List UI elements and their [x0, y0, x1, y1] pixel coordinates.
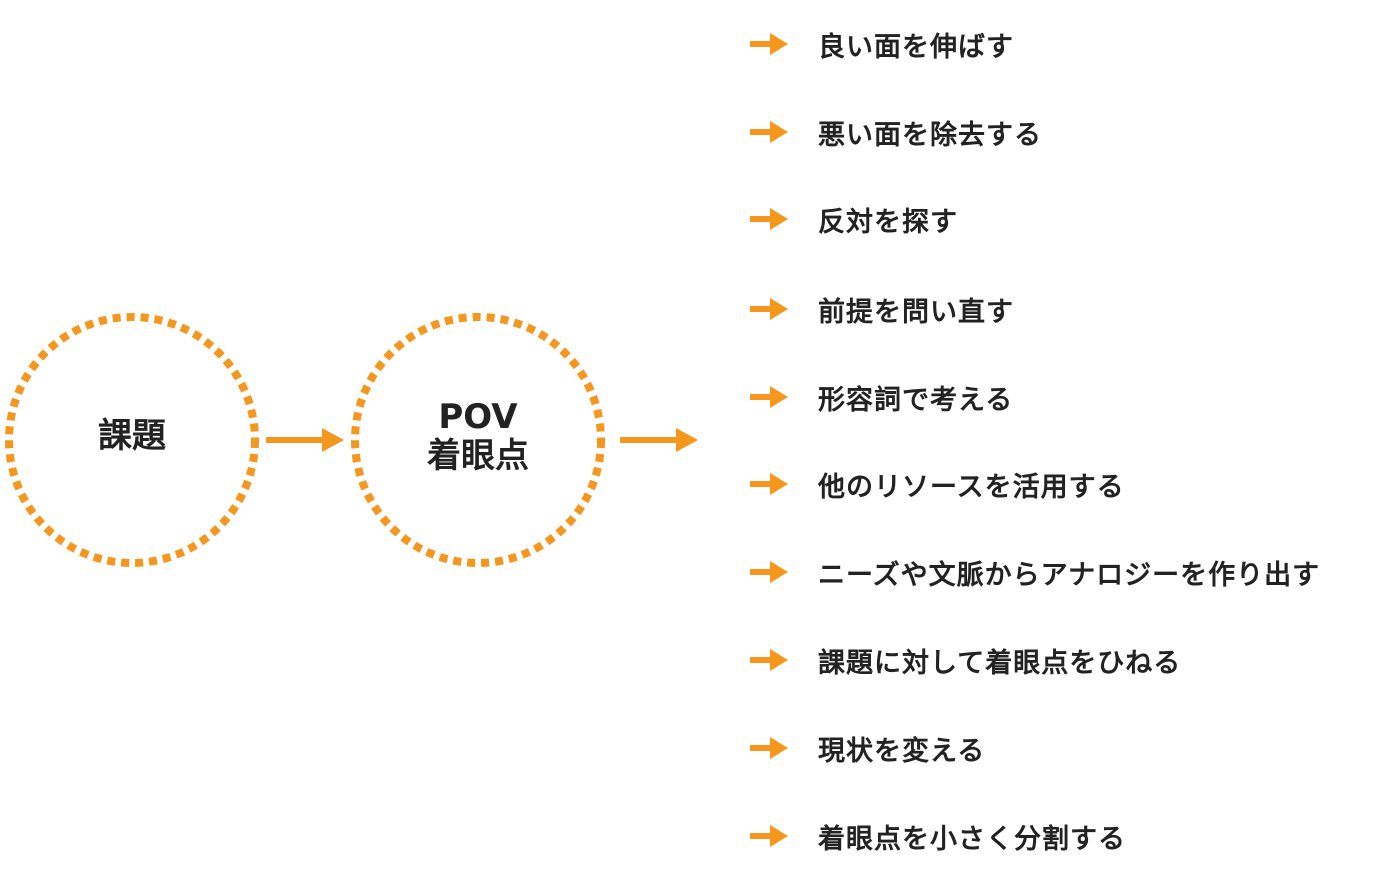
issue-circle	[5, 313, 259, 567]
method-item: 現状を変える	[750, 726, 985, 770]
method-item: 良い面を伸ばす	[750, 22, 1014, 66]
method-item: 課題に対して着眼点をひねる	[750, 638, 1181, 682]
arrow-right-icon	[750, 561, 788, 583]
arrow-right-icon	[750, 298, 788, 320]
method-label: 他のリソースを活用する	[818, 471, 1125, 503]
method-item: 前提を問い直す	[750, 287, 1014, 331]
method-label: 反対を探す	[818, 206, 958, 238]
method-label: 良い面を伸ばす	[818, 31, 1014, 63]
arrow-right-icon	[750, 121, 788, 143]
arrow-right-icon	[750, 473, 788, 495]
arrow-right-icon	[750, 208, 788, 230]
pov-label: POV 着眼点	[358, 397, 598, 477]
arrow-right-icon	[750, 33, 788, 55]
method-label: 着眼点を小さく分割する	[818, 823, 1126, 855]
arrow-right-icon	[750, 649, 788, 671]
arrow-right-icon	[750, 737, 788, 759]
method-item: 反対を探す	[750, 197, 958, 241]
issue-to-pov-arrow	[266, 428, 344, 452]
method-label: 現状を変える	[818, 735, 986, 767]
method-label: 悪い面を除去する	[818, 119, 1042, 151]
method-label: 課題に対して着眼点をひねる	[818, 647, 1182, 679]
method-label: ニーズや文脈からアナロジーを作り出す	[818, 559, 1321, 591]
issue-label: 課題	[12, 416, 252, 456]
method-item: 形容詞で考える	[750, 375, 1013, 419]
method-item: 他のリソースを活用する	[750, 462, 1125, 506]
method-label: 形容詞で考える	[818, 384, 1014, 416]
pov-to-methods-arrow	[620, 428, 698, 452]
method-item: 悪い面を除去する	[750, 110, 1042, 154]
arrow-right-icon	[750, 386, 788, 408]
method-item: 着眼点を小さく分割する	[750, 814, 1126, 858]
pov-circle	[351, 313, 605, 567]
arrow-right-icon	[750, 825, 788, 847]
method-item: ニーズや文脈からアナロジーを作り出す	[750, 550, 1320, 594]
method-label: 前提を問い直す	[818, 296, 1014, 328]
pov-text-line2: 着眼点	[427, 436, 529, 477]
issue-text: 課題	[98, 416, 166, 456]
pov-text-line1: POV	[438, 397, 518, 437]
